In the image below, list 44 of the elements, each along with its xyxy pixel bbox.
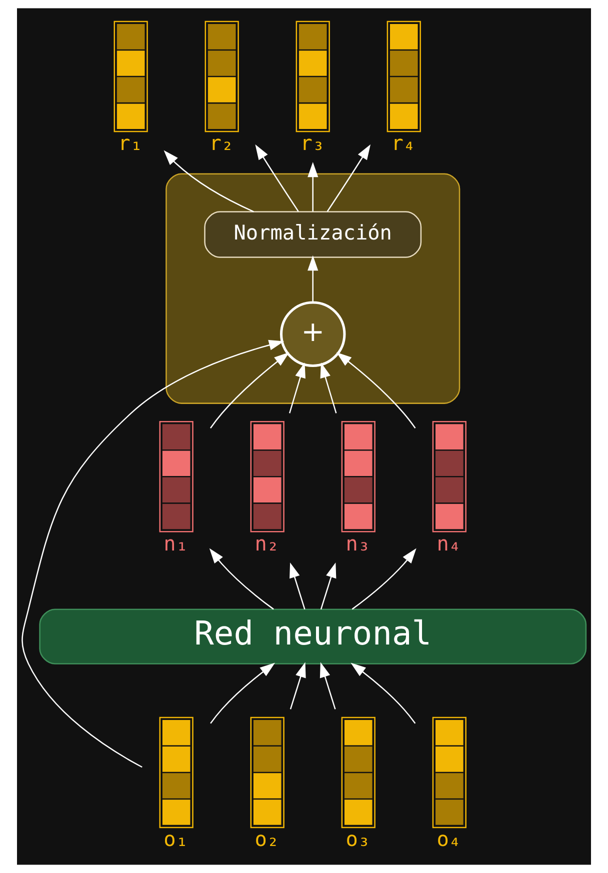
arrow: [255, 144, 299, 212]
node-box: Normalización: [204, 211, 422, 258]
cluster: [166, 173, 460, 404]
arrow: [308, 162, 318, 212]
node-label: r₁: [118, 131, 143, 156]
arrow: [308, 255, 318, 303]
arrow: [290, 662, 306, 710]
node-circle: +: [280, 301, 346, 367]
node-bar: [341, 716, 376, 828]
node-label: n₂: [254, 531, 280, 556]
node-label: r₃: [300, 131, 325, 156]
node-label: o₃: [346, 827, 370, 852]
node-label: n₄: [436, 531, 462, 556]
node-bar: [432, 421, 466, 532]
arrow: [290, 562, 306, 610]
node-bar: [159, 421, 194, 532]
arrow: [209, 548, 274, 610]
node-bar: [432, 716, 466, 828]
node-bar: [159, 716, 194, 828]
arrow: [326, 144, 371, 212]
arrow: [336, 352, 416, 428]
arrow: [320, 662, 336, 710]
node-bar: [341, 421, 376, 532]
arrow: [210, 662, 276, 724]
node-label: n₁: [164, 531, 188, 556]
arrow: [22, 340, 284, 768]
arrow: [352, 548, 416, 610]
node-label: o₄: [436, 827, 462, 852]
arrow: [210, 352, 290, 428]
node-bar: [386, 20, 421, 132]
arrow: [164, 150, 254, 212]
node-label: r₄: [391, 131, 416, 156]
node-bar: [250, 421, 284, 532]
node-label: n₃: [346, 531, 370, 556]
arrow: [320, 562, 336, 610]
arrow: [350, 662, 416, 724]
node-label: o₂: [254, 827, 280, 852]
node-box: Red neuronal: [39, 608, 587, 664]
node-bar: [204, 20, 239, 132]
node-bar: [250, 716, 284, 828]
node-bar: [114, 20, 148, 132]
node-label: r₂: [209, 131, 234, 156]
node-bar: [296, 20, 330, 132]
node-label: o₁: [164, 827, 188, 852]
